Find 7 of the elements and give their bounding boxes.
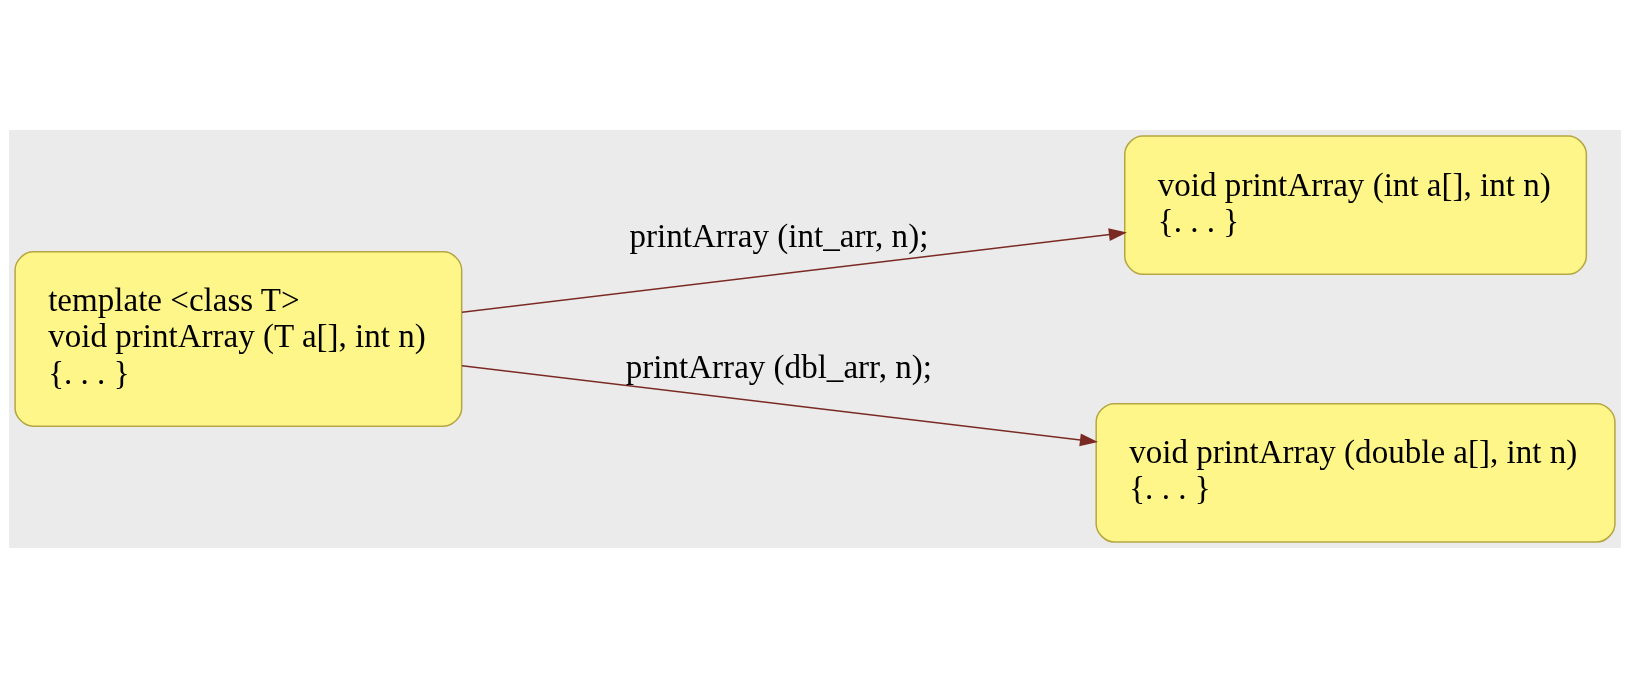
node-box: void printArray (int a[], int n) {. . . } <box>1124 135 1588 276</box>
node-box: void printArray (double a[], int n) {. . . } <box>1095 402 1616 543</box>
edge-label: printArray (dbl_arr, n); <box>625 348 933 385</box>
node-box: template <class T> void printArray (T a[], int n) {. . . } <box>14 251 463 427</box>
arrow <box>461 228 1127 314</box>
edge-label: printArray (int_arr, n); <box>629 217 929 254</box>
arrow <box>461 364 1098 447</box>
